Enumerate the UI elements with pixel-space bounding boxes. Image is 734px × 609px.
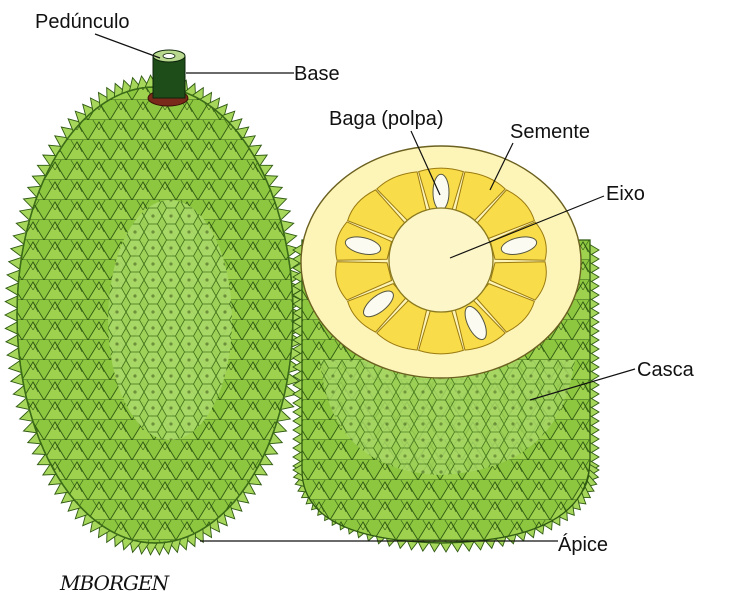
rind-spike: [6, 283, 18, 295]
label-seed: Semente: [510, 121, 590, 143]
jackfruit-whole-icon: [5, 75, 305, 555]
rind-spike: [6, 335, 18, 347]
label-peduncle: Pedúnculo: [35, 11, 130, 33]
label-pulp: Baga (polpa): [329, 108, 444, 130]
label-axis: Eixo: [606, 183, 645, 205]
label-apex: Ápice: [558, 533, 608, 556]
peduncle-stalk: [148, 50, 188, 106]
seed: [433, 174, 449, 210]
rind-spike: [7, 348, 20, 360]
artist-signature: MBORGEN: [59, 571, 171, 595]
rind-spike: [7, 270, 20, 282]
rind-spike: [5, 309, 17, 321]
label-base: Base: [294, 63, 340, 85]
jackfruit-cut-icon: [293, 146, 599, 552]
rind-spike: [5, 296, 17, 308]
rind-spike: [5, 322, 17, 334]
label-rind: Casca: [637, 359, 695, 381]
